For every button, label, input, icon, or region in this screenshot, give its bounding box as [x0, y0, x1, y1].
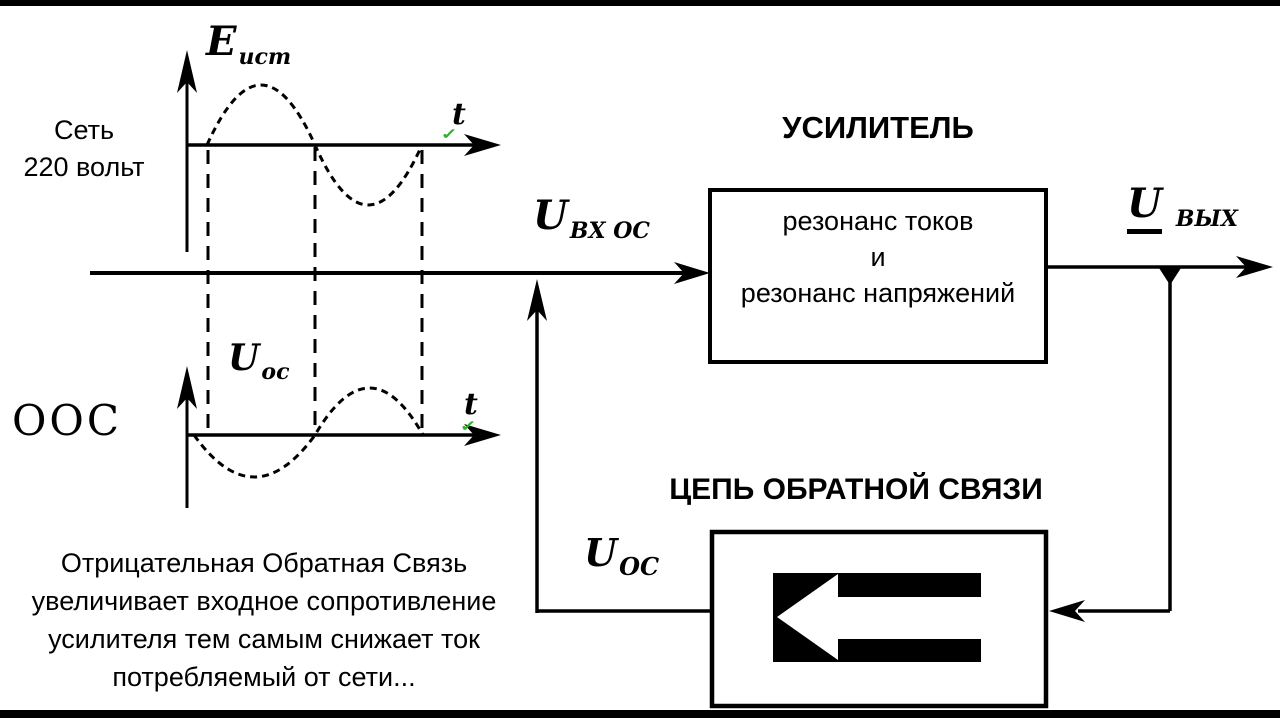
output-signal-subscript: ВЫХ [1175, 206, 1238, 232]
source-wave-up-arrowhead-icon [177, 50, 197, 93]
source-sine-curve [205, 83, 424, 207]
output-signal-symbol: U [1127, 180, 1162, 234]
input-signal-label: UВХ ОС [533, 196, 650, 243]
output-signal-label: U ВЫХ [1127, 180, 1238, 234]
feedback-wave-symbol: U [228, 337, 260, 379]
source-emf-symbol: E [206, 18, 237, 65]
feedback-up-arrowhead-icon [527, 279, 547, 321]
amplifier-box [708, 188, 1048, 364]
bottom-border-bar [0, 710, 1280, 718]
output-arrowhead-icon [1236, 256, 1273, 278]
big-left-arrow-icon [777, 574, 981, 660]
note-line2: увеличивает входное сопротивление [31, 586, 497, 616]
feedback-entry-arrowhead-icon [1049, 600, 1085, 622]
note-line4: потребляемый от сети... [112, 662, 416, 692]
source-emf-subscript: ист [238, 44, 292, 70]
feedback-title: ЦЕПЬ ОБРАТНОЙ СВЯЗИ [669, 473, 1043, 506]
source-time-label: t [452, 97, 466, 132]
note-line3: усилителя тем самым снижает ток [48, 624, 480, 654]
feedback-wave-label: Uос [228, 337, 289, 383]
mains-label-line2: 220 вольт [23, 152, 145, 182]
note-line1: Отрицательная Обратная Связь [60, 548, 468, 578]
amplifier-title: УСИЛИТЕЛЬ [782, 110, 974, 145]
feedback-signal-symbol: U [584, 530, 618, 575]
top-border-bar [0, 0, 1280, 6]
source-emf-label: Eист [206, 22, 291, 69]
feedback-wave-subscript: ос [261, 359, 290, 385]
feedback-time-label: t [464, 387, 478, 422]
feedback-wave-up-arrowhead-icon [177, 366, 197, 409]
feedback-check-mark: ✓ [459, 418, 477, 435]
input-signal-subscript: ВХ ОС [569, 218, 650, 244]
input-arrowhead-icon [674, 262, 710, 284]
note-paragraph: Отрицательная Обратная Связь увеличивает… [0, 544, 528, 696]
ooc-tag: ООС [12, 396, 123, 445]
amplifier-body-line1: резонанс токов [782, 206, 974, 236]
source-check-mark: ✓ [440, 126, 458, 143]
feedback-signal-subscript: ОС [619, 552, 660, 581]
amplifier-body-text: резонанс токов и резонанс напряжений [714, 203, 1042, 311]
amplifier-body-line3: резонанс напряжений [740, 278, 1016, 308]
amplifier-body-line2: и [870, 242, 886, 272]
source-wave-time-arrowhead-icon [464, 134, 501, 156]
feedback-signal-label: UОС [584, 534, 659, 579]
mains-label-line1: Сеть [53, 115, 115, 145]
feedback-wave-time-arrowhead-icon [464, 424, 501, 446]
feedback-sine-curve [192, 386, 425, 479]
input-signal-symbol: U [533, 192, 568, 239]
mains-label: Сеть 220 вольт [8, 112, 160, 186]
